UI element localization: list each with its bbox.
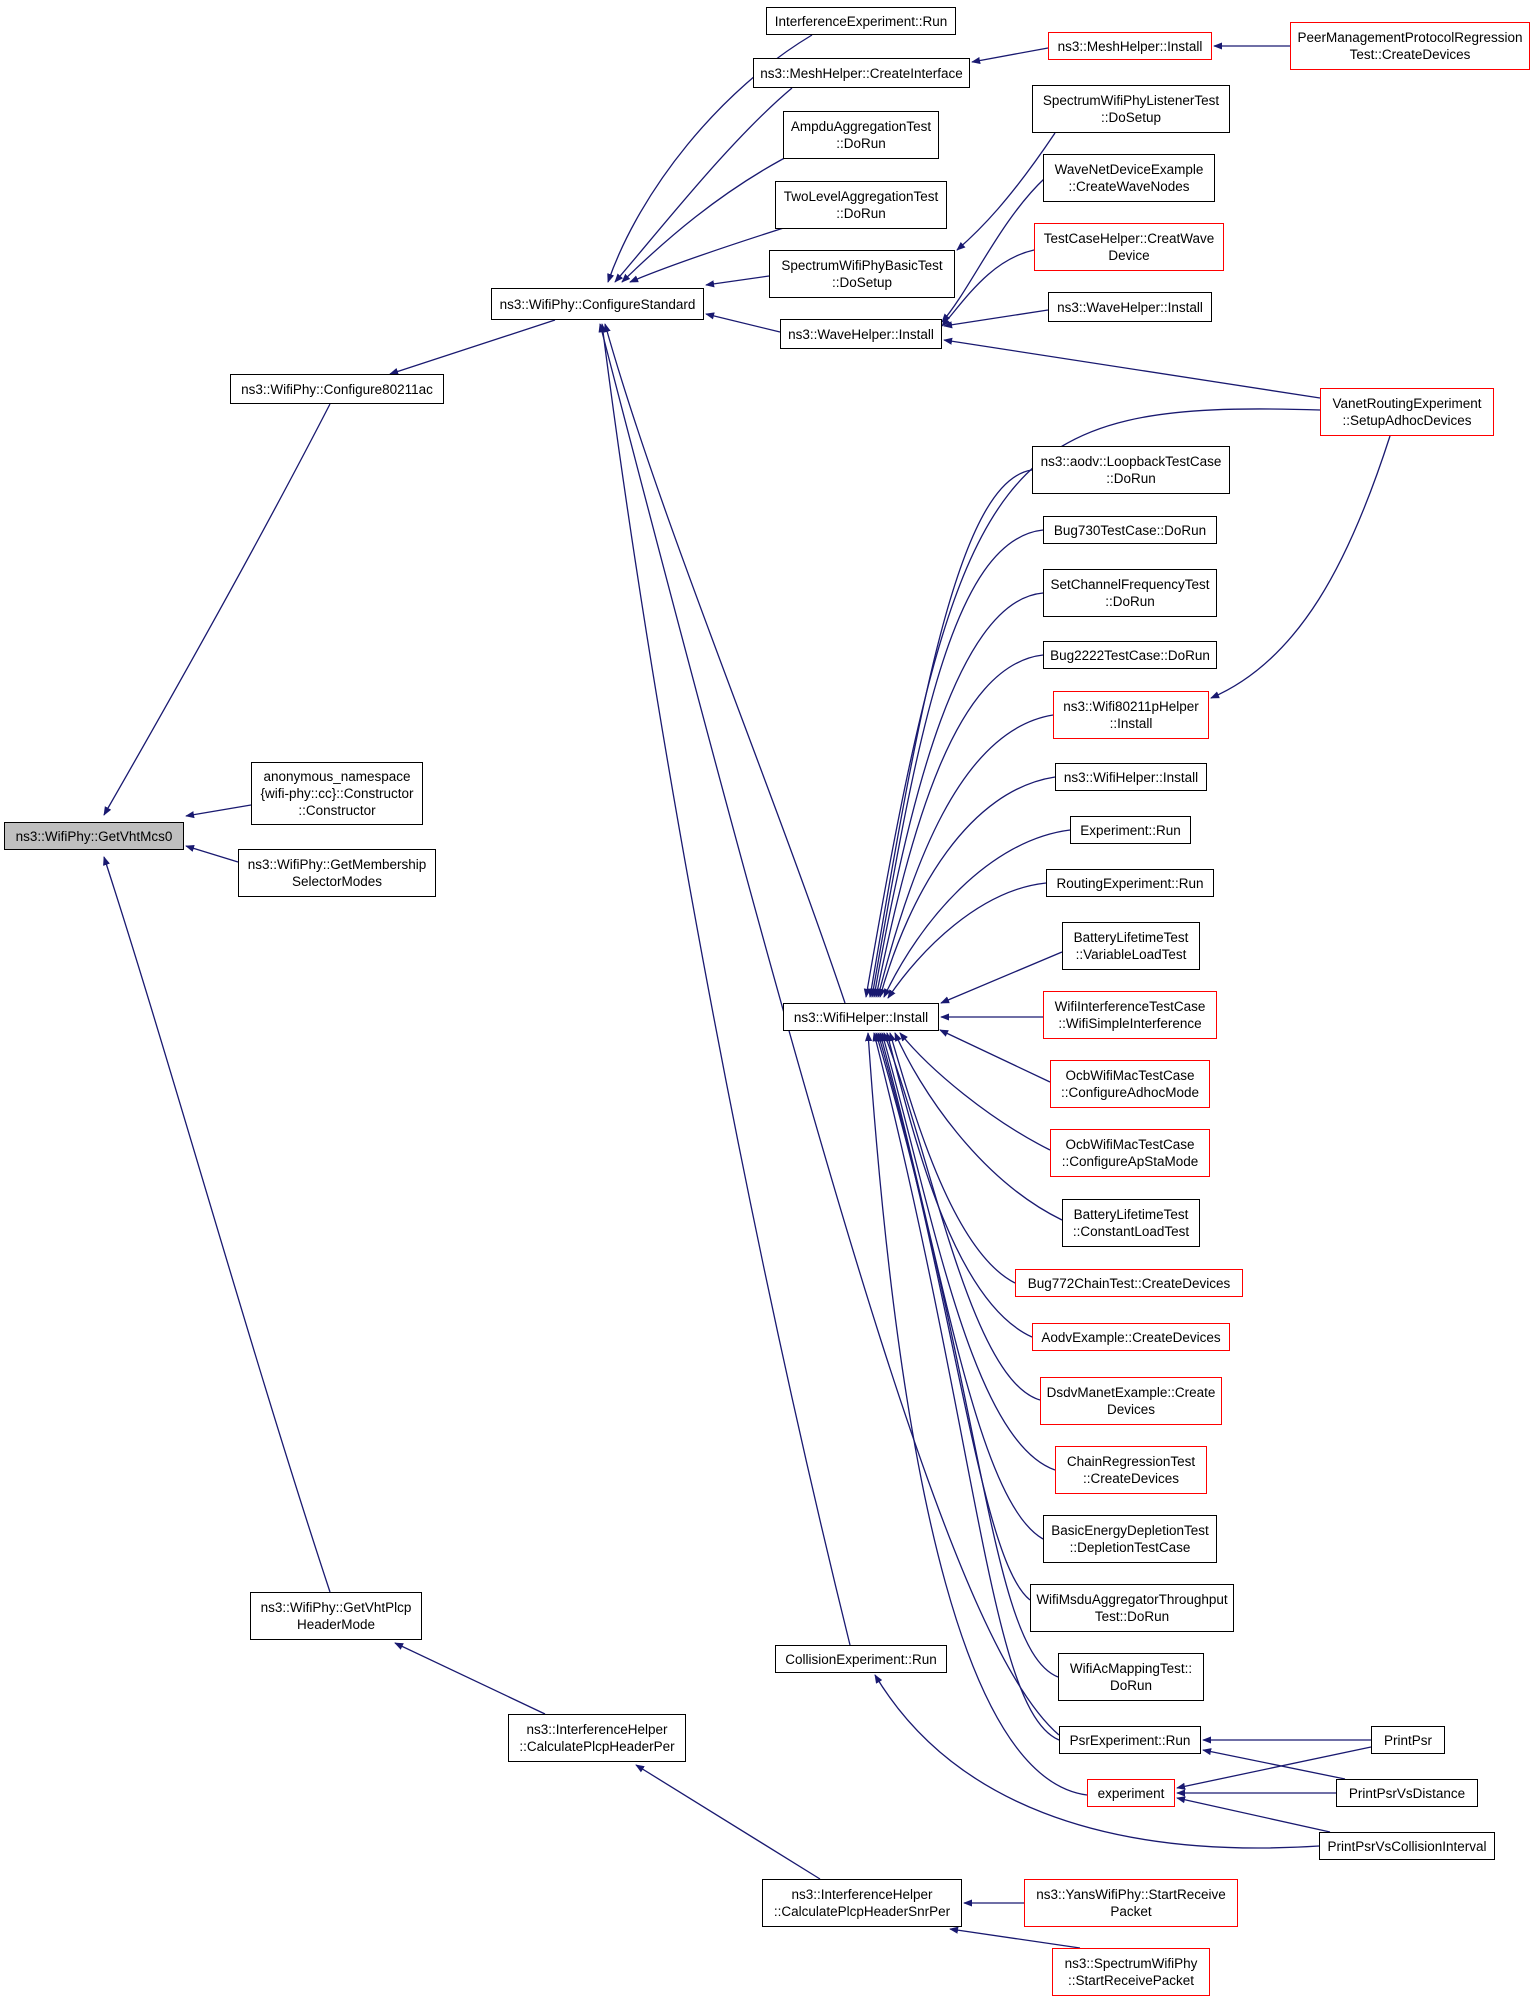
- node-psr-experiment-run[interactable]: PsrExperiment::Run: [1059, 1726, 1201, 1754]
- edge-printpsr-experiment: [1176, 1746, 1372, 1790]
- node-configure-80211ac[interactable]: ns3::WifiPhy::Configure80211ac: [230, 374, 444, 404]
- node-wifi-msdu-aggregator-test[interactable]: WifiMsduAggregatorThroughput Test::DoRun: [1030, 1584, 1234, 1632]
- edge-batteryvar-wifiinstall: [940, 951, 1063, 1004]
- node-ampdu-aggregation-test[interactable]: AmpduAggregationTest ::DoRun: [783, 111, 939, 159]
- node-print-psr[interactable]: PrintPsr: [1371, 1726, 1445, 1754]
- edge-chainreg-wifiinstall: [880, 1032, 1056, 1471]
- edge-printpsrcoll-experiment: [1176, 1796, 1331, 1833]
- edge-membership-root: [185, 844, 239, 863]
- node-wifi-helper-install-2[interactable]: ns3::WifiHelper::Install: [1055, 763, 1207, 791]
- edge-calcper-vhtplcp: [394, 1642, 546, 1715]
- node-spectrum-listener-test[interactable]: SpectrumWifiPhyListenerTest ::DoSetup: [1032, 85, 1230, 133]
- edge-vhtplcp-root: [103, 856, 331, 1593]
- node-battery-constant-load-test[interactable]: BatteryLifetimeTest ::ConstantLoadTest: [1062, 1199, 1200, 1247]
- node-wifi-ac-mapping-test[interactable]: WifiAcMappingTest:: DoRun: [1058, 1653, 1204, 1701]
- edge-waveinstall-cfgstd: [705, 312, 781, 333]
- node-bug772-chain-test[interactable]: Bug772ChainTest::CreateDevices: [1015, 1269, 1243, 1297]
- node-chain-regression-test[interactable]: ChainRegressionTest ::CreateDevices: [1055, 1446, 1207, 1494]
- node-interference-experiment-run[interactable]: InterferenceExperiment::Run: [766, 7, 956, 35]
- node-two-level-aggregation-test[interactable]: TwoLevelAggregationTest ::DoRun: [775, 181, 947, 229]
- edge-bug772-wifiinstall: [888, 1032, 1016, 1284]
- node-routing-experiment-run[interactable]: RoutingExperiment::Run: [1046, 869, 1214, 897]
- edge-psrrun-cfgstd: [598, 323, 1060, 1736]
- node-ocb-adhoc-mode[interactable]: OcbWifiMacTestCase ::ConfigureAdhocMode: [1050, 1060, 1210, 1108]
- edge-acmapping-wifiinstall: [874, 1032, 1059, 1678]
- edge-exprun-wifiinstall: [883, 829, 1071, 998]
- node-calculate-plcp-header-snr-per[interactable]: ns3::InterferenceHelper ::CalculatePlcpH…: [762, 1879, 962, 1927]
- edge-vanet-wifiinstall: [863, 408, 1321, 998]
- node-wave-helper-install-2[interactable]: ns3::WaveHelper::Install: [1048, 292, 1212, 322]
- edge-batteryconst-wifiinstall: [894, 1032, 1063, 1221]
- edge-collrun-cfgstd: [599, 323, 851, 1646]
- edge-vanet-wifi80211p: [1210, 435, 1391, 699]
- node-wave-helper-install[interactable]: ns3::WaveHelper::Install: [780, 319, 942, 349]
- node-configure-standard[interactable]: ns3::WifiPhy::ConfigureStandard: [491, 288, 704, 320]
- edge-meshinstall-meshcreateif: [971, 47, 1049, 65]
- edge-speclistener-specbasic: [956, 132, 1056, 251]
- edge-routingrun-wifiinstall: [887, 882, 1047, 999]
- node-collision-experiment-run[interactable]: CollisionExperiment::Run: [775, 1645, 947, 1673]
- node-bug730-test[interactable]: Bug730TestCase::DoRun: [1043, 516, 1217, 544]
- node-spectrum-start-receive-packet[interactable]: ns3::SpectrumWifiPhy ::StartReceivePacke…: [1052, 1948, 1210, 1996]
- node-wifi-helper-install[interactable]: ns3::WifiHelper::Install: [783, 1003, 939, 1031]
- edge-dsdv-wifiinstall: [883, 1032, 1041, 1401]
- node-bug2222-test[interactable]: Bug2222TestCase::DoRun: [1043, 641, 1217, 669]
- node-calculate-plcp-header-per[interactable]: ns3::InterferenceHelper ::CalculatePlcpH…: [508, 1714, 686, 1762]
- edge-wifi80211p-wifiinstall: [876, 714, 1054, 998]
- edge-waveinstall2-waveinstall: [943, 309, 1049, 329]
- node-mesh-helper-install[interactable]: ns3::MeshHelper::Install: [1048, 32, 1212, 60]
- node-aodv-loopback-test[interactable]: ns3::aodv::LoopbackTestCase ::DoRun: [1032, 446, 1230, 494]
- edge-psrrun-wifiinstall: [872, 1032, 1060, 1741]
- edge-specstart-calcsnrper: [949, 1926, 1081, 1949]
- node-wifi-80211p-helper-install[interactable]: ns3::Wifi80211pHelper ::Install: [1053, 691, 1209, 739]
- edge-ocbapsta-wifiinstall: [899, 1032, 1051, 1151]
- node-battery-variable-load-test[interactable]: BatteryLifetimeTest ::VariableLoadTest: [1062, 922, 1200, 970]
- node-anonymous-constructor[interactable]: anonymous_namespace {wifi-phy::cc}::Cons…: [251, 762, 423, 825]
- edge-printpsrcoll-collrun: [874, 1674, 1320, 1849]
- node-vanet-setup-adhoc-devices[interactable]: VanetRoutingExperiment ::SetupAdhocDevic…: [1320, 388, 1494, 436]
- node-get-vht-mcs0: ns3::WifiPhy::GetVhtMcs0: [4, 822, 184, 850]
- edge-ampdu-cfgstd: [621, 149, 801, 283]
- node-get-vht-plcp-header-mode[interactable]: ns3::WifiPhy::GetVhtPlcp HeaderMode: [250, 1592, 422, 1640]
- edge-wifiinstall-cfgstd: [603, 323, 846, 1004]
- edge-bug2222-wifiinstall: [874, 654, 1044, 998]
- node-wifi-interference-test[interactable]: WifiInterferenceTestCase ::WifiSimpleInt…: [1043, 991, 1217, 1039]
- node-print-psr-vs-collision-interval[interactable]: PrintPsrVsCollisionInterval: [1319, 1832, 1495, 1860]
- node-ocb-ap-sta-mode[interactable]: OcbWifiMacTestCase ::ConfigureApStaMode: [1050, 1129, 1210, 1177]
- node-experiment-run[interactable]: Experiment::Run: [1070, 816, 1191, 844]
- node-experiment[interactable]: experiment: [1087, 1779, 1175, 1807]
- edge-setchan-wifiinstall: [871, 592, 1044, 998]
- edge-aodvloop-wifiinstall: [867, 469, 1033, 998]
- edge-meshcreateif-cfgstd: [614, 87, 793, 283]
- edge-anon-root: [185, 804, 252, 819]
- node-spectrum-basic-test[interactable]: SpectrumWifiPhyBasicTest ::DoSetup: [769, 250, 955, 298]
- node-get-membership-selector-modes[interactable]: ns3::WifiPhy::GetMembership SelectorMode…: [238, 849, 436, 897]
- edge-twolevel-cfgstd: [629, 224, 794, 283]
- edge-vanet-waveinstall: [943, 337, 1321, 399]
- edge-wifihelper2-wifiinstall: [878, 776, 1056, 998]
- node-yans-start-receive-packet[interactable]: ns3::YansWifiPhy::StartReceive Packet: [1024, 1879, 1238, 1927]
- edge-testcasehelper-waveinstall: [941, 249, 1035, 327]
- node-print-psr-vs-distance[interactable]: PrintPsrVsDistance: [1336, 1779, 1478, 1807]
- node-peer-management-create-devices[interactable]: PeerManagementProtocolRegression Test::C…: [1290, 22, 1530, 70]
- node-aodv-example-create-devices[interactable]: AodvExample::CreateDevices: [1032, 1323, 1230, 1351]
- node-wave-net-device-example[interactable]: WaveNetDeviceExample ::CreateWaveNodes: [1043, 154, 1215, 202]
- edge-printpsrdist-psrrun: [1202, 1748, 1346, 1780]
- edge-cfgstd-cfg80211ac: [389, 319, 556, 375]
- edge-ocbadhoc-wifiinstall: [939, 1029, 1051, 1083]
- edge-cfg80211ac-root: [103, 403, 331, 816]
- node-mesh-create-interface[interactable]: ns3::MeshHelper::CreateInterface: [753, 58, 970, 88]
- edge-basicenergy-wifiinstall: [878, 1032, 1044, 1540]
- node-set-channel-frequency-test[interactable]: SetChannelFrequencyTest ::DoRun: [1043, 569, 1217, 617]
- edge-specbasic-cfgstd: [705, 275, 770, 288]
- edge-bug730-wifiinstall: [869, 529, 1044, 998]
- edge-experiment-wifiinstall: [864, 1032, 1088, 1796]
- node-dsdv-manet-example[interactable]: DsdvManetExample::Create Devices: [1040, 1377, 1222, 1425]
- node-test-case-helper[interactable]: TestCaseHelper::CreatWave Device: [1034, 223, 1224, 271]
- edge-calcsnrper-calcper: [635, 1764, 821, 1880]
- edge-wavenetdev-waveinstall: [941, 177, 1046, 323]
- node-basic-energy-depletion-test[interactable]: BasicEnergyDepletionTest ::DepletionTest…: [1043, 1515, 1217, 1563]
